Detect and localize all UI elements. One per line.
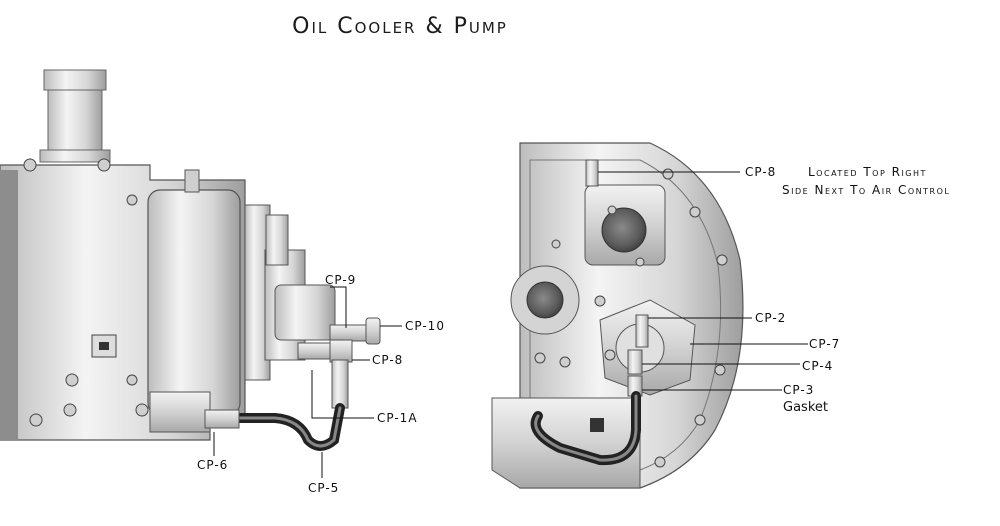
label-cp4: CP-4 [802,359,833,373]
label-cp6: CP-6 [197,458,228,472]
cp8-fitting-right [585,159,599,187]
left-bore [526,281,564,319]
lower-cooler-block [149,391,211,433]
cp4-fitting [627,349,643,375]
pump-body [184,169,336,381]
label-cp8-left: CP-8 [372,353,403,367]
right-leader-lines [598,171,808,391]
label-cp3: CP-3 [783,383,814,397]
oil-hose-left [225,403,345,451]
end-housing-inner [529,159,722,471]
end-bolts [534,168,728,468]
label-cp3-gasket: Gasket [783,400,828,415]
cooler-drum [147,189,241,416]
top-bore [601,207,647,253]
label-cp8-note-line2: Side Next To Air Control [782,183,950,197]
cp2-fitting [635,314,649,348]
left-view-assembly [0,69,381,451]
cp6-fitting [204,409,240,429]
flange-bolts [23,158,149,427]
label-cp2: CP-2 [755,311,786,325]
cp10-fitting [329,317,381,345]
label-cp9: CP-9 [325,273,356,287]
label-cp1a: CP-1A [377,411,418,425]
bottom-lip [491,397,641,489]
label-cp8-right: CP-8 [745,165,776,179]
housing-left-edge [0,170,18,440]
cp8-fitting-left [297,339,353,363]
filler-neck [39,69,111,163]
cp1a-fitting [331,359,349,409]
label-cp5: CP-5 [308,481,339,495]
left-leader-lines [213,286,402,478]
label-cp8-note-line1: Located Top Right [808,165,927,179]
label-cp10: CP-10 [405,319,445,333]
right-view-assembly [491,142,744,489]
label-cp7: CP-7 [809,337,840,351]
diagram-title: Oil Cooler & Pump [292,14,508,39]
